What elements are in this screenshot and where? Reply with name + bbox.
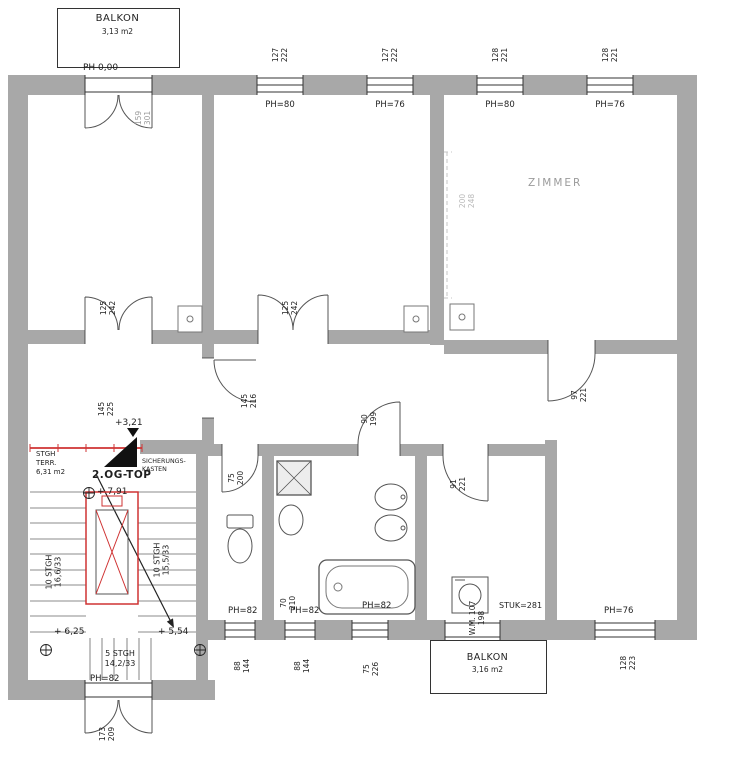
parapet-label: PH=82	[228, 606, 258, 616]
wall-segment	[152, 330, 214, 344]
window-symbol	[476, 75, 524, 95]
parapet-label: PH=76	[604, 606, 634, 616]
wall-segment	[208, 444, 222, 456]
wall-segment	[633, 75, 697, 95]
door-dim-label: 145 225	[97, 401, 115, 417]
wall-segment	[488, 444, 545, 456]
stair-flight-label: 10 STGH 16,6/33	[44, 554, 63, 590]
wall-segment	[415, 456, 427, 620]
wall-segment	[303, 75, 367, 95]
opening-marker	[444, 151, 452, 299]
wall-segment	[8, 75, 85, 95]
wall-segment	[328, 330, 444, 344]
wall-segment	[255, 620, 285, 640]
stair-flight-label: 5 STGH 14,2/33	[104, 649, 136, 668]
wall-segment	[444, 340, 548, 354]
level-label: + 6,25	[54, 627, 85, 637]
level-label: PH 0,00	[83, 63, 119, 73]
door-dim-label: W.M. 107 198	[468, 600, 486, 636]
window-symbol	[366, 75, 414, 95]
wall-segment	[202, 95, 214, 344]
window-dim-label: 128 221	[601, 47, 619, 63]
door-dim-label: 159 301	[134, 110, 152, 126]
room-label-zimmer: ZIMMER	[528, 177, 583, 189]
balcony-top	[57, 8, 180, 68]
wall-segment	[388, 620, 445, 640]
window-symbol	[351, 620, 389, 640]
shower-icon	[276, 460, 312, 496]
wall-segment	[523, 75, 587, 95]
level-label: + 7,91	[97, 487, 128, 497]
elevator-shaft	[85, 491, 139, 605]
wall-segment	[595, 340, 697, 354]
wall-segment	[677, 95, 697, 640]
balcony-door-symbol	[84, 75, 153, 95]
window-dim-label: 127 222	[271, 47, 289, 63]
parapet-label: PH=82	[290, 606, 320, 616]
wall-segment	[258, 444, 358, 456]
wall-segment	[545, 440, 557, 620]
wall-segment	[214, 330, 258, 344]
stuk-label: STUK=281	[499, 601, 543, 610]
door-dim-label: 75 200	[227, 470, 245, 486]
door-dim-label: 70 210	[279, 595, 297, 611]
wall-segment	[152, 75, 257, 95]
stair-direction-triangle	[104, 437, 137, 467]
window-dim-label: 128 221	[491, 47, 509, 63]
level-label: +3,21	[115, 418, 143, 428]
parapet-label: PH=82	[90, 674, 120, 684]
door-dim-label: 173 209	[98, 726, 116, 742]
door-dim-label: 125 242	[281, 300, 299, 316]
fusebox-label: SICHERUNGS- KASTEN	[142, 458, 186, 473]
wall-segment	[262, 456, 274, 620]
parapet-label: PH=82	[362, 601, 392, 611]
door-dim-label: 91 221	[449, 476, 467, 492]
stair-flight-label: 10 STGH 15,5/33	[152, 542, 171, 578]
window-symbol	[594, 620, 656, 640]
window-dim-label: 88 144	[293, 658, 311, 674]
parapet-label: PH=80	[265, 100, 295, 110]
window-dim-label: 128 223	[619, 655, 637, 671]
wall-segment	[430, 95, 444, 345]
wall-segment	[8, 680, 85, 700]
window-dim-label: 88 144	[233, 658, 251, 674]
toilet-icon	[226, 514, 254, 564]
wall-segment	[152, 680, 215, 700]
parapet-label: PH=80	[485, 100, 515, 110]
window-symbol	[284, 620, 316, 640]
opening-dim-label: 200 248	[458, 193, 476, 209]
window-dim-label: 127 222	[381, 47, 399, 63]
window-dim-label: 75 226	[362, 661, 380, 677]
level-marker-triangle	[127, 428, 139, 437]
level-label: + 5,54	[158, 627, 189, 637]
wall-segment	[655, 620, 697, 640]
wall-segment	[208, 620, 225, 640]
wall-segment	[196, 440, 208, 680]
door-dim-label: 90 199	[360, 411, 378, 427]
entrance-door-symbol	[84, 680, 153, 734]
balcony-top-area: 3,13 m2	[101, 27, 134, 36]
parapet-label: PH=76	[595, 100, 625, 110]
parapet-label: PH=76	[375, 100, 405, 110]
door-dim-label: 125 242	[99, 300, 117, 316]
balcony-bottom-area: 3,16 m2	[471, 665, 504, 674]
stairwell-label: STGH TERR. 6,31 m2	[36, 450, 66, 477]
door-dim-label: 97 221	[570, 387, 588, 403]
window-symbol	[256, 75, 304, 95]
washbasin-icon	[278, 504, 304, 536]
balcony-top-title: BALKON	[95, 13, 140, 24]
door-dim-label: 145 216	[240, 393, 258, 409]
balcony-bottom	[430, 640, 547, 694]
wall-segment	[202, 344, 214, 358]
wall-segment	[8, 330, 85, 344]
window-symbol	[586, 75, 634, 95]
double-washbasin-icon	[374, 483, 408, 542]
wall-segment	[500, 620, 595, 640]
window-symbol	[224, 620, 256, 640]
wall-segment	[315, 620, 352, 640]
wall-segment	[413, 75, 477, 95]
wall-segment	[8, 95, 28, 700]
balcony-bottom-title: BALKON	[466, 652, 509, 663]
wall-segment	[400, 444, 443, 456]
